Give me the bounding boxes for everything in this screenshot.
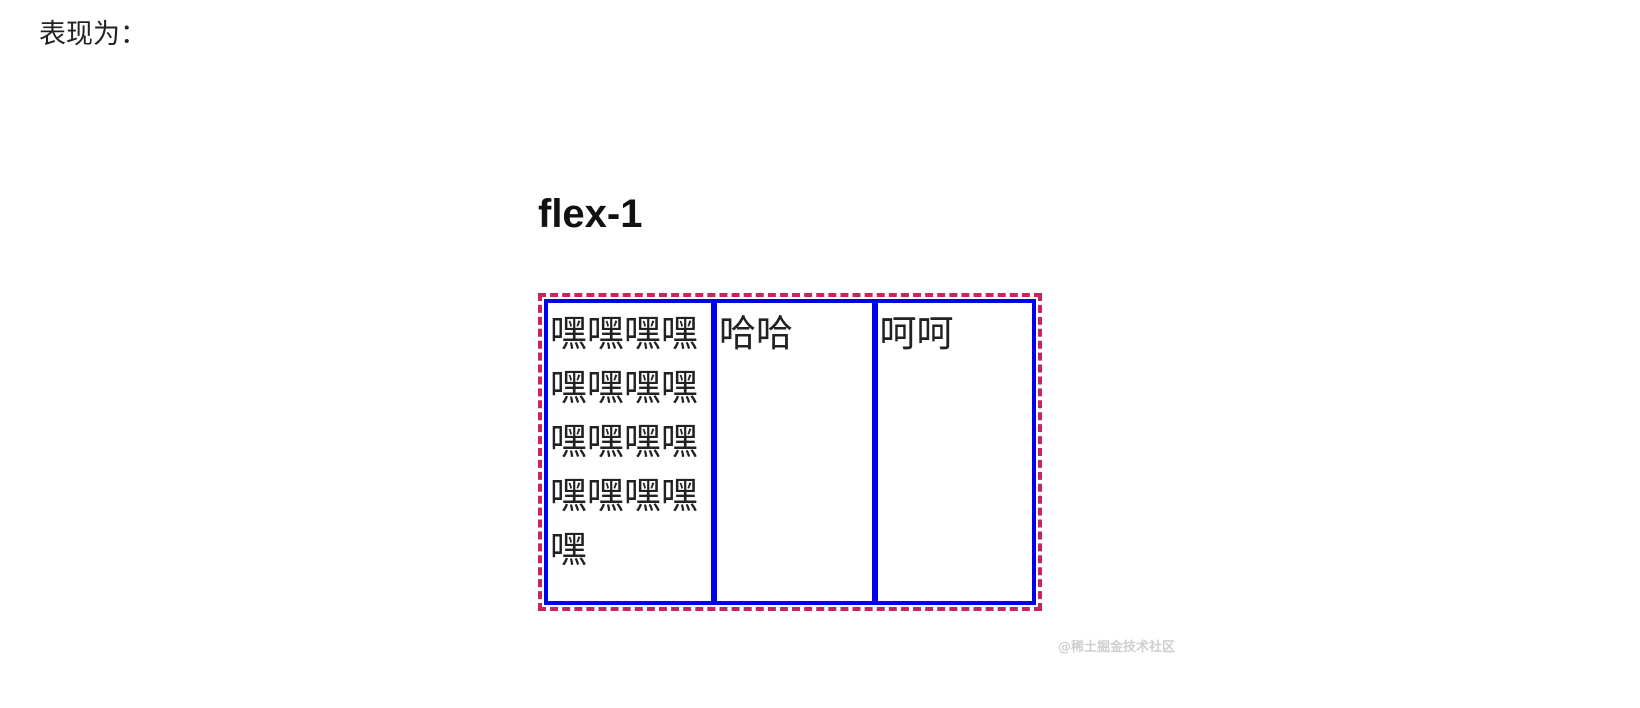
flex-container: 嘿嘿嘿嘿嘿嘿嘿嘿嘿嘿嘿嘿嘿嘿嘿嘿嘿 哈哈 呵呵	[544, 299, 1036, 605]
flex-item-3: 呵呵	[871, 303, 1033, 601]
flex-item-2: 哈哈	[711, 303, 872, 601]
flex-container-outer: 嘿嘿嘿嘿嘿嘿嘿嘿嘿嘿嘿嘿嘿嘿嘿嘿嘿 哈哈 呵呵	[538, 293, 1042, 611]
watermark: @稀土掘金技术社区	[1058, 640, 1176, 655]
figure-heading: flex-1	[538, 192, 643, 236]
flex-item-1: 嘿嘿嘿嘿嘿嘿嘿嘿嘿嘿嘿嘿嘿嘿嘿嘿嘿	[550, 312, 698, 571]
intro-text: 表现为：	[39, 19, 147, 50]
example-figure: flex-1 嘿嘿嘿嘿嘿嘿嘿嘿嘿嘿嘿嘿嘿嘿嘿嘿嘿 哈哈 呵呵 @稀土掘金技术社区	[520, 180, 1200, 670]
